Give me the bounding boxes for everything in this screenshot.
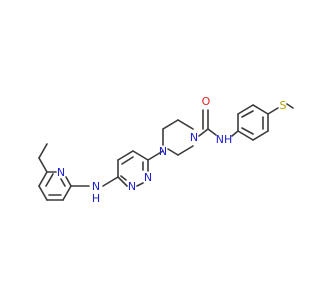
bond — [60, 178, 66, 187]
bond — [231, 130, 239, 137]
atom-pyridazine-n2: N — [128, 180, 136, 193]
bond — [167, 148, 179, 156]
bond — [38, 171, 48, 187]
bond — [65, 176, 72, 187]
atom-sulfur: S — [280, 99, 287, 112]
atom-pyridazine-n1: N — [144, 171, 152, 184]
bond — [38, 143, 48, 159]
bond — [267, 107, 279, 115]
atom-pyridine-n: N — [57, 166, 65, 179]
bond — [117, 176, 128, 187]
atom-amine-h: H — [92, 192, 100, 205]
bond — [237, 104, 254, 115]
bond — [38, 185, 48, 201]
bond — [162, 119, 179, 130]
atom-labels: N N H N N N N O NH S — [57, 95, 287, 205]
bond — [252, 130, 269, 141]
bond — [38, 157, 48, 173]
bond — [62, 185, 72, 201]
atom-piperazine-n2: N — [190, 131, 198, 144]
bond — [252, 104, 269, 115]
atom-amine-n: N — [92, 180, 100, 193]
bond — [102, 176, 119, 187]
bond — [121, 156, 134, 165]
bond — [147, 150, 164, 161]
bond — [177, 145, 194, 156]
bond — [132, 150, 149, 161]
bond — [286, 103, 294, 109]
bond — [237, 130, 254, 141]
bond — [117, 150, 134, 161]
chemical-structure: N N H N N N N O NH S — [38, 95, 294, 205]
bond — [177, 119, 194, 130]
atom-amide-nh: NH — [216, 133, 233, 146]
bond — [136, 182, 144, 187]
bonds — [38, 103, 294, 201]
bond — [241, 110, 254, 118]
bond — [241, 127, 254, 135]
bond — [45, 173, 54, 187]
bond — [207, 128, 217, 136]
bond — [198, 128, 209, 137]
atom-piperazine-n1: N — [159, 145, 167, 158]
bond — [120, 175, 127, 181]
atom-carbonyl-o: O — [202, 95, 211, 108]
